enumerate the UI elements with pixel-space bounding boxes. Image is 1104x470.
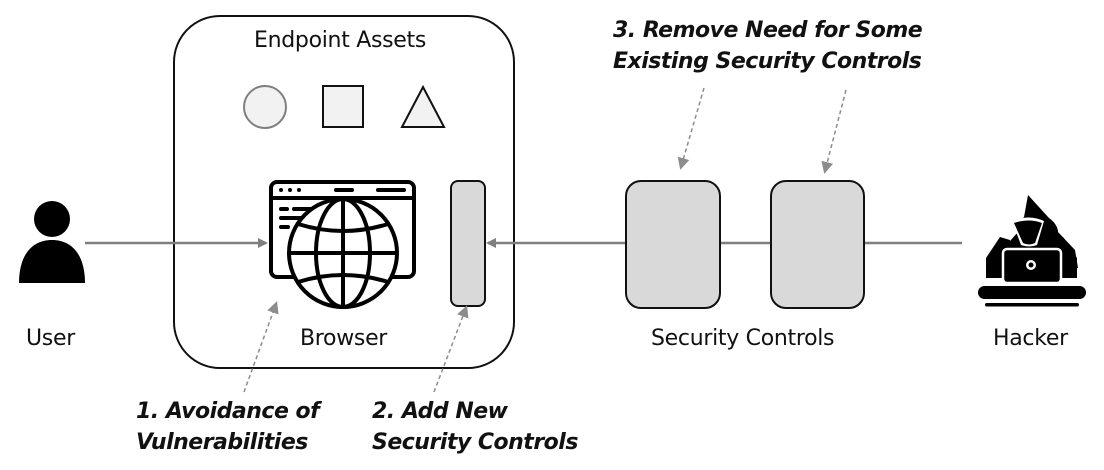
triangle-icon [400,84,446,128]
browser-globe-icon [269,180,416,309]
hacker-label: Hacker [993,326,1068,351]
annotation-1-line1: 1. Avoidance of [136,399,320,424]
annotation-3-arrow-right [821,89,847,174]
user-label: User [26,326,75,351]
hacker-icon [978,195,1086,307]
security-control-1 [625,180,721,309]
user-icon [19,201,85,283]
security-controls-label: Security Controls [651,326,835,351]
annotation-1-line2: Vulnerabilities [136,430,308,455]
annotation-3-arrow-left [677,87,705,170]
annotation-2-line2: Security Controls [372,430,578,455]
annotation-3-line1: 3. Remove Need for Some [613,18,923,43]
new-security-control [450,180,486,307]
circle-icon [243,85,287,129]
square-icon [322,85,364,128]
annotation-1: 1. Avoidance of Vulnerabilities [136,396,320,458]
annotation-1-arrow [243,301,279,393]
browser-label: Browser [300,326,388,351]
annotation-3: 3. Remove Need for Some Existing Securit… [613,15,923,77]
annotation-2-line1: 2. Add New [372,399,508,424]
endpoint-assets-container [173,15,515,369]
annotation-2: 2. Add New Security Controls [372,396,578,458]
annotation-3-line2: Existing Security Controls [613,49,922,74]
endpoint-assets-title: Endpoint Assets [254,28,427,53]
security-control-2 [770,180,865,309]
annotation-2-arrow [433,305,469,393]
